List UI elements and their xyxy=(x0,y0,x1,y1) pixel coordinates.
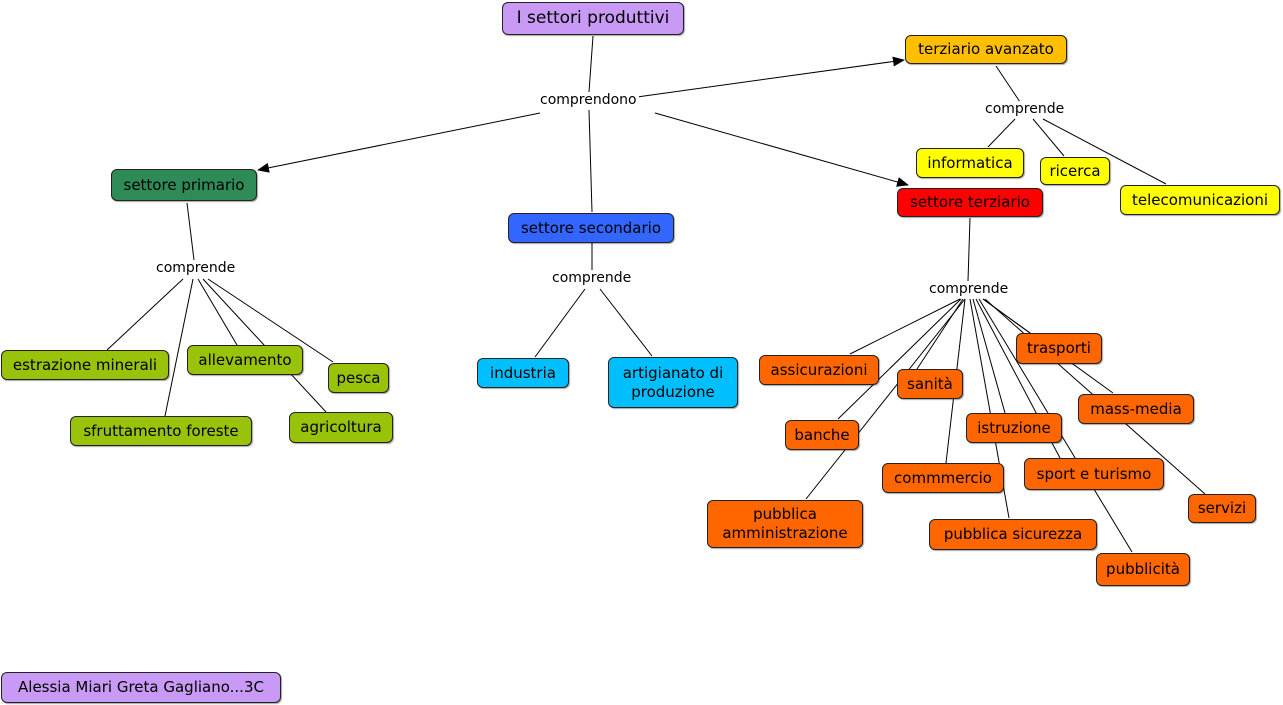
line-title-link xyxy=(588,35,594,93)
arrow-to-tertiary xyxy=(654,112,909,187)
line-to-ricerca xyxy=(1032,118,1065,157)
line-to-secondary xyxy=(588,109,593,213)
arrow-to-primary xyxy=(257,112,541,173)
node-sport-e-turismo[interactable]: sport e turismo xyxy=(1024,458,1164,490)
node-banche[interactable]: banche xyxy=(785,420,859,450)
node-commmercio[interactable]: commmercio xyxy=(882,463,1004,493)
line-to-banche xyxy=(837,298,962,420)
node-settore-secondario[interactable]: settore secondario xyxy=(508,213,674,243)
node-telecomunicazioni[interactable]: telecomunicazioni xyxy=(1120,185,1280,215)
node-assicurazioni[interactable]: assicurazioni xyxy=(759,355,879,385)
node-industria[interactable]: industria xyxy=(477,358,569,388)
node-title[interactable]: I settori produttivi xyxy=(502,2,684,35)
node-agricoltura[interactable]: agricoltura xyxy=(289,412,393,443)
line-advanced-link xyxy=(995,65,1021,103)
line-to-istruzione xyxy=(972,298,1006,414)
node-sanita[interactable]: sanità xyxy=(897,369,963,399)
line-to-allevamento xyxy=(197,278,238,346)
node-author[interactable]: Alessia Miari Greta Gagliano...3C xyxy=(1,672,281,703)
node-informatica[interactable]: informatica xyxy=(916,148,1024,178)
line-primary-link xyxy=(186,202,195,261)
node-terziario-avanzato[interactable]: terziario avanzato xyxy=(905,35,1067,64)
node-pesca[interactable]: pesca xyxy=(328,363,389,393)
line-to-informatica xyxy=(987,118,1016,148)
link-comprende-secondary: comprende xyxy=(550,270,634,286)
node-pubblicita[interactable]: pubblicità xyxy=(1096,553,1190,586)
node-estrazione-minerali[interactable]: estrazione minerali xyxy=(1,350,169,380)
line-to-industria xyxy=(534,288,586,358)
node-settore-primario[interactable]: settore primario xyxy=(111,169,257,201)
node-mass-media[interactable]: mass-media xyxy=(1078,394,1194,424)
link-comprende-tertiary: comprende xyxy=(927,281,1011,297)
node-istruzione[interactable]: istruzione xyxy=(966,413,1062,443)
link-comprende-primary: comprende xyxy=(154,260,238,276)
line-to-assicurazioni xyxy=(849,298,961,355)
node-servizi[interactable]: servizi xyxy=(1188,494,1256,523)
node-pubblica-amministrazione[interactable]: pubblica amministrazione xyxy=(707,500,863,548)
node-settore-terziario[interactable]: settore terziario xyxy=(897,188,1043,217)
line-to-artigianato xyxy=(599,288,653,357)
node-pubblica-sicurezza[interactable]: pubblica sicurezza xyxy=(929,519,1097,550)
arrow-to-advanced xyxy=(636,56,905,98)
line-tertiary-link xyxy=(967,217,971,282)
node-sfruttamento-foreste[interactable]: sfruttamento foreste xyxy=(70,416,252,446)
line-to-telecomunicazioni xyxy=(1042,118,1167,185)
line-to-pesca xyxy=(207,278,334,363)
node-allevamento[interactable]: allevamento xyxy=(187,345,303,375)
node-artigianato[interactable]: artigianato di produzione xyxy=(608,357,738,408)
line-to-pa xyxy=(805,298,966,500)
link-comprende-advanced: comprende xyxy=(983,101,1067,117)
line-to-foreste xyxy=(164,278,194,417)
node-trasporti[interactable]: trasporti xyxy=(1016,333,1102,364)
link-comprendono: comprendono xyxy=(538,92,639,108)
line-to-estrazione xyxy=(106,278,184,351)
node-ricerca[interactable]: ricerca xyxy=(1040,157,1110,185)
